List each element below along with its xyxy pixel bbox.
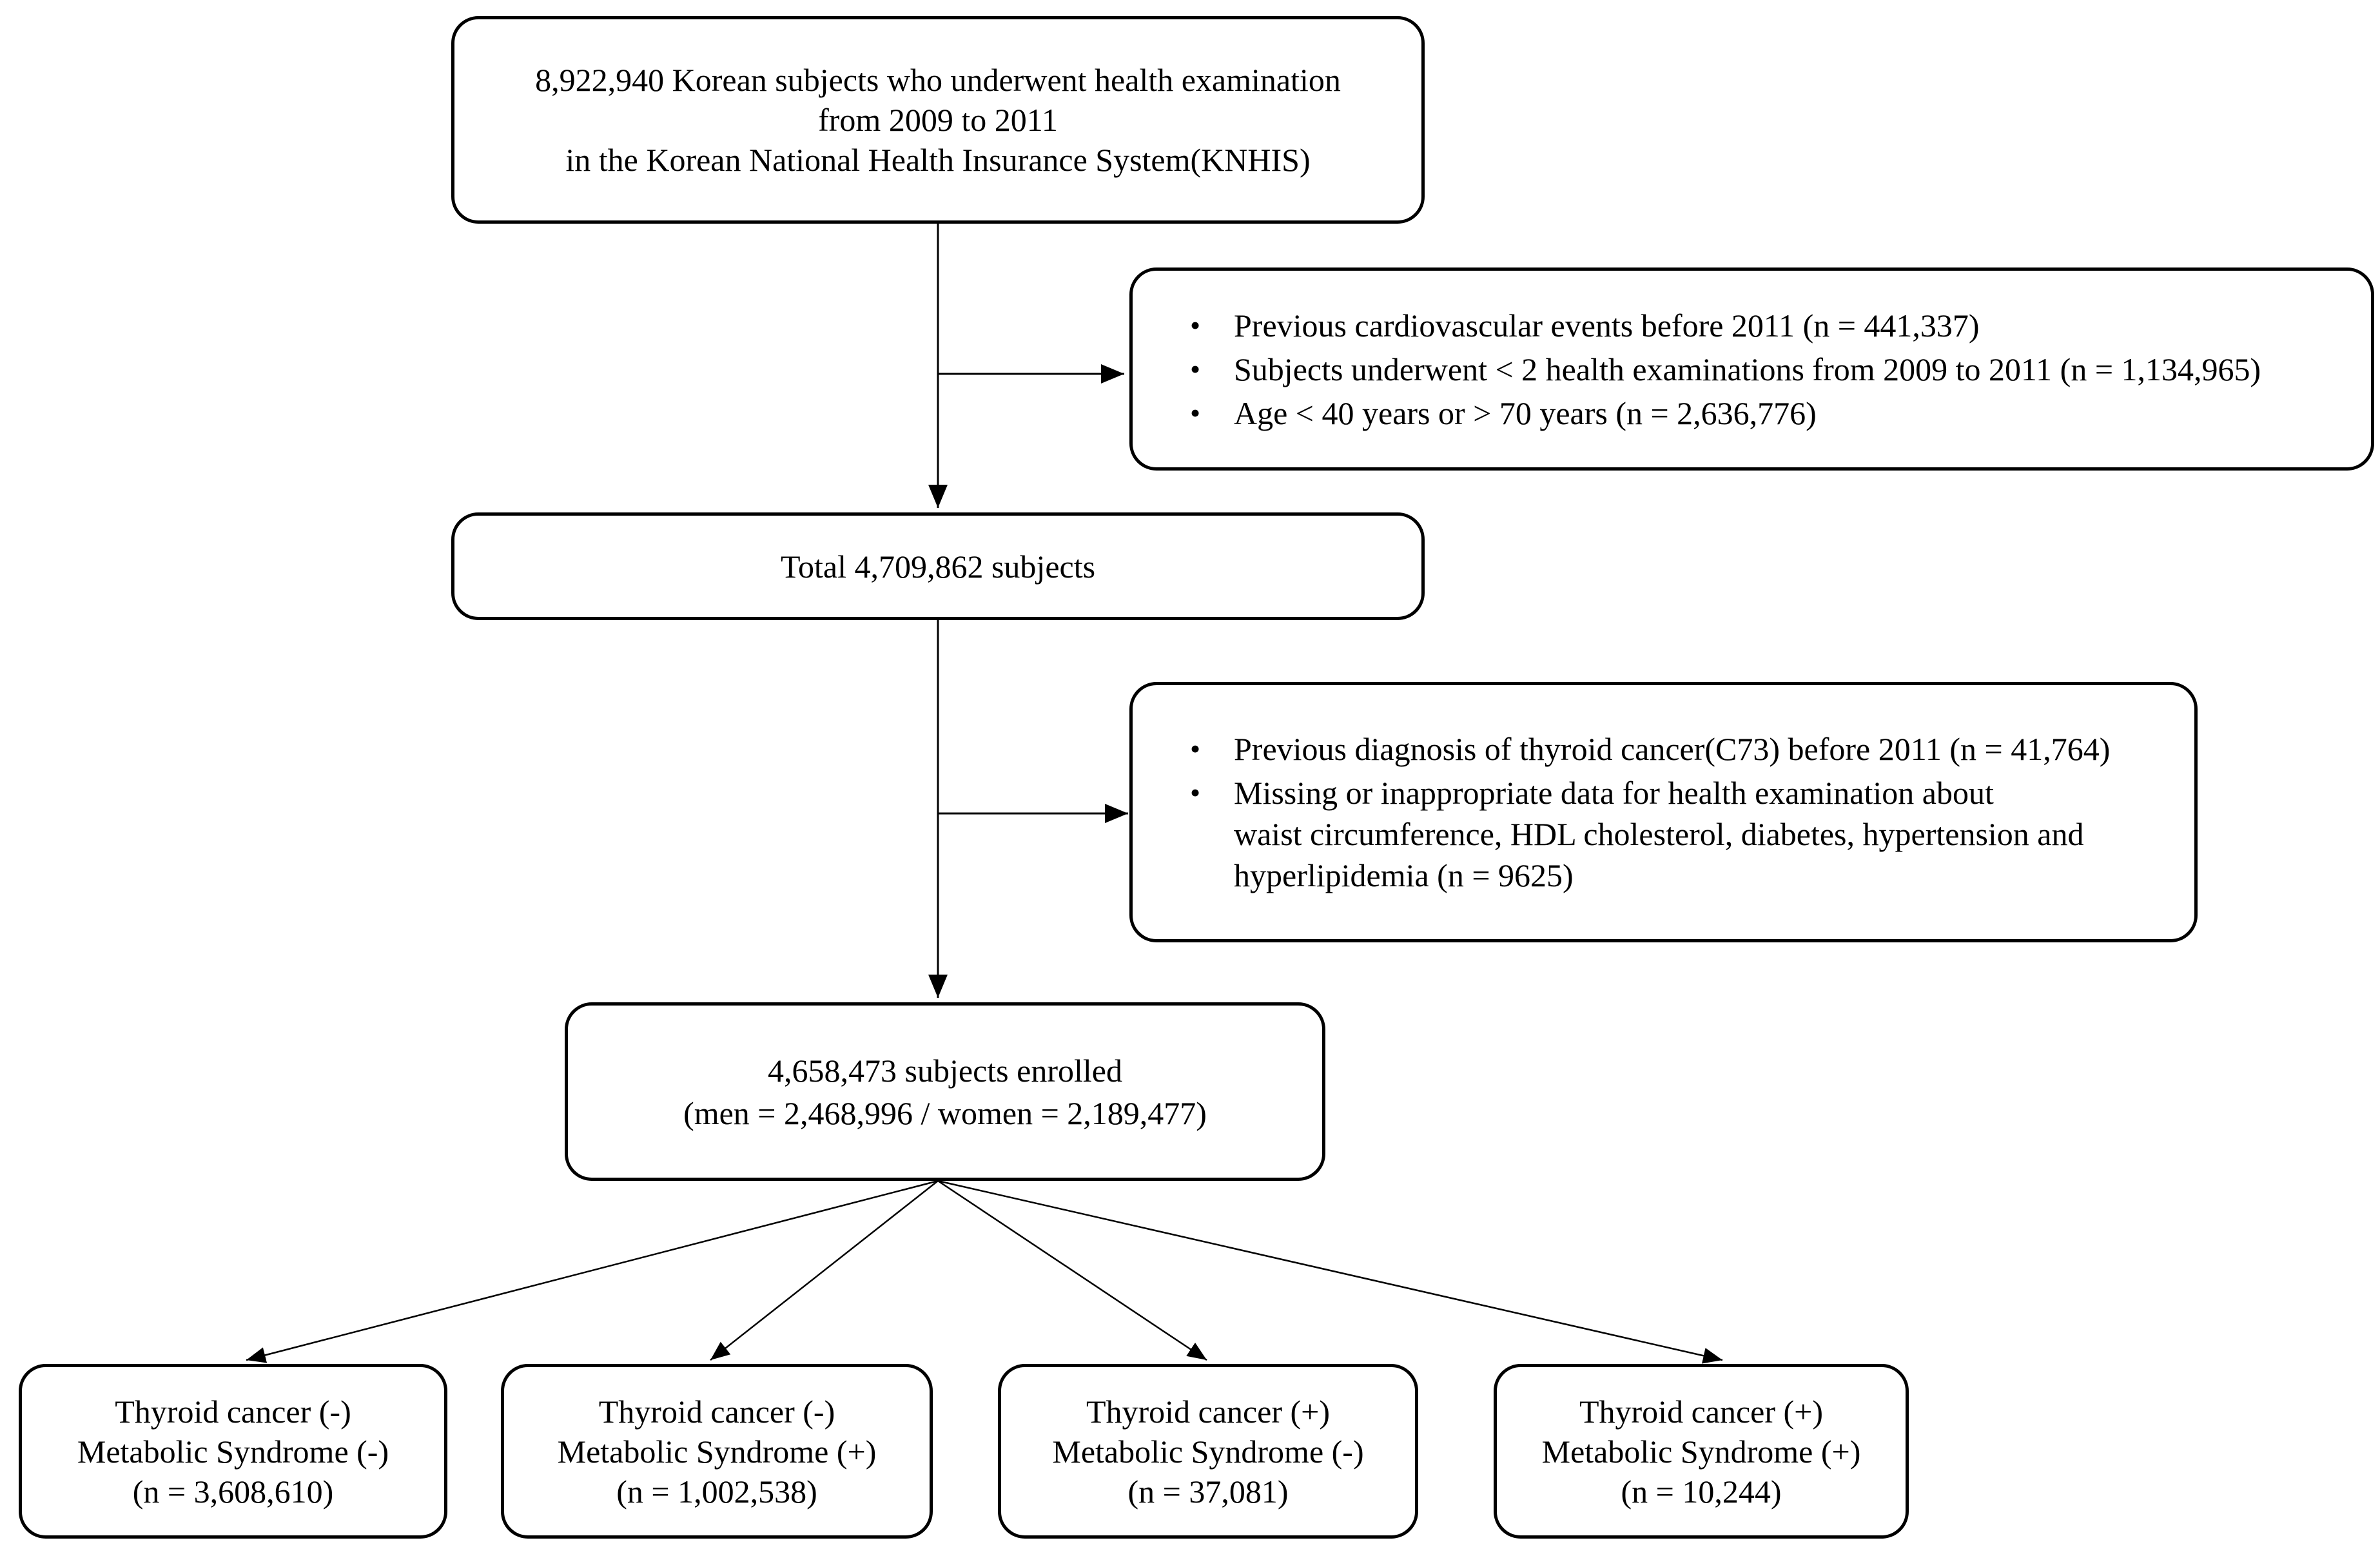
arrow-enrolled-to-outcome-4 <box>937 1180 1723 1364</box>
outcome-box-line: Thyroid cancer (-) <box>115 1393 351 1430</box>
outcome-box-line: (n = 10,244) <box>1621 1473 1782 1510</box>
outcome-box-line: Metabolic Syndrome (+) <box>1541 1433 1861 1470</box>
exclusion-item: Age < 40 years or > 70 years (n = 2,636,… <box>1187 393 2352 434</box>
exclusion-item: Missing or inappropriate data for health… <box>1187 772 2175 896</box>
outcome-box-line: Thyroid cancer (-) <box>598 1393 835 1430</box>
outcome-box-line: Metabolic Syndrome (-) <box>1052 1433 1364 1470</box>
total-subjects-text: Total 4,709,862 subjects <box>780 548 1096 585</box>
outcome-box-line: Metabolic Syndrome (+) <box>557 1433 877 1470</box>
exclusion-item: Previous cardiovascular events before 20… <box>1187 305 2352 346</box>
outcome-box-1: Thyroid cancer (-) Metabolic Syndrome (-… <box>19 1364 447 1539</box>
exclusion-box-1: Previous cardiovascular events before 20… <box>1129 267 2374 471</box>
exclusion-item-text: Missing or inappropriate data for health… <box>1234 775 1994 811</box>
total-subjects-box: Total 4,709,862 subjects <box>451 512 1425 620</box>
exclusion-list-1: Previous cardiovascular events before 20… <box>1133 302 2371 436</box>
outcome-box-line: Thyroid cancer (+) <box>1086 1393 1330 1430</box>
exclusion-item-text: hyperlipidemia (n = 9625) <box>1234 857 1574 893</box>
outcome-box-line: (n = 3,608,610) <box>132 1473 334 1510</box>
exclusion-item-text: Subjects underwent < 2 health examinatio… <box>1234 351 2261 387</box>
exclusion-item-text: Age < 40 years or > 70 years (n = 2,636,… <box>1234 394 1817 431</box>
outcome-box-line: Thyroid cancer (+) <box>1579 1393 1823 1430</box>
arrow-enrolled-to-outcome-1 <box>246 1180 939 1363</box>
outcome-box-line: (n = 37,081) <box>1127 1473 1289 1510</box>
source-population-box: 8,922,940 Korean subjects who underwent … <box>451 16 1425 224</box>
outcome-box-4: Thyroid cancer (+) Metabolic Syndrome (+… <box>1494 1364 1909 1539</box>
exclusion-item-text: Previous diagnosis of thyroid cancer(C73… <box>1234 731 2111 767</box>
exclusion-item: Previous diagnosis of thyroid cancer(C73… <box>1187 728 2175 770</box>
exclusion-box-2: Previous diagnosis of thyroid cancer(C73… <box>1129 682 2198 942</box>
enrolled-subjects-box: 4,658,473 subjects enrolled (men = 2,468… <box>565 1002 1325 1181</box>
source-box-line: in the Korean National Health Insurance … <box>565 142 1311 178</box>
outcome-box-line: (n = 1,002,538) <box>616 1473 817 1510</box>
source-box-line: from 2009 to 2011 <box>818 102 1058 138</box>
exclusion-list-2: Previous diagnosis of thyroid cancer(C73… <box>1133 726 2194 899</box>
enrolled-box-line: (men = 2,468,996 / women = 2,189,477) <box>683 1094 1207 1131</box>
exclusion-item: Subjects underwent < 2 health examinatio… <box>1187 349 2352 390</box>
outcome-box-line: Metabolic Syndrome (-) <box>77 1433 389 1470</box>
arrow-enrolled-to-outcome-3 <box>937 1180 1207 1361</box>
arrow-enrolled-to-outcome-2 <box>710 1180 939 1361</box>
exclusion-item-text: waist circumference, HDL cholesterol, di… <box>1234 816 2084 852</box>
source-box-line: 8,922,940 Korean subjects who underwent … <box>535 62 1341 98</box>
enrolled-box-line: 4,658,473 subjects enrolled <box>768 1052 1122 1089</box>
outcome-box-2: Thyroid cancer (-) Metabolic Syndrome (+… <box>501 1364 933 1539</box>
outcome-box-3: Thyroid cancer (+) Metabolic Syndrome (-… <box>998 1364 1418 1539</box>
exclusion-item-text: Previous cardiovascular events before 20… <box>1234 307 1980 344</box>
